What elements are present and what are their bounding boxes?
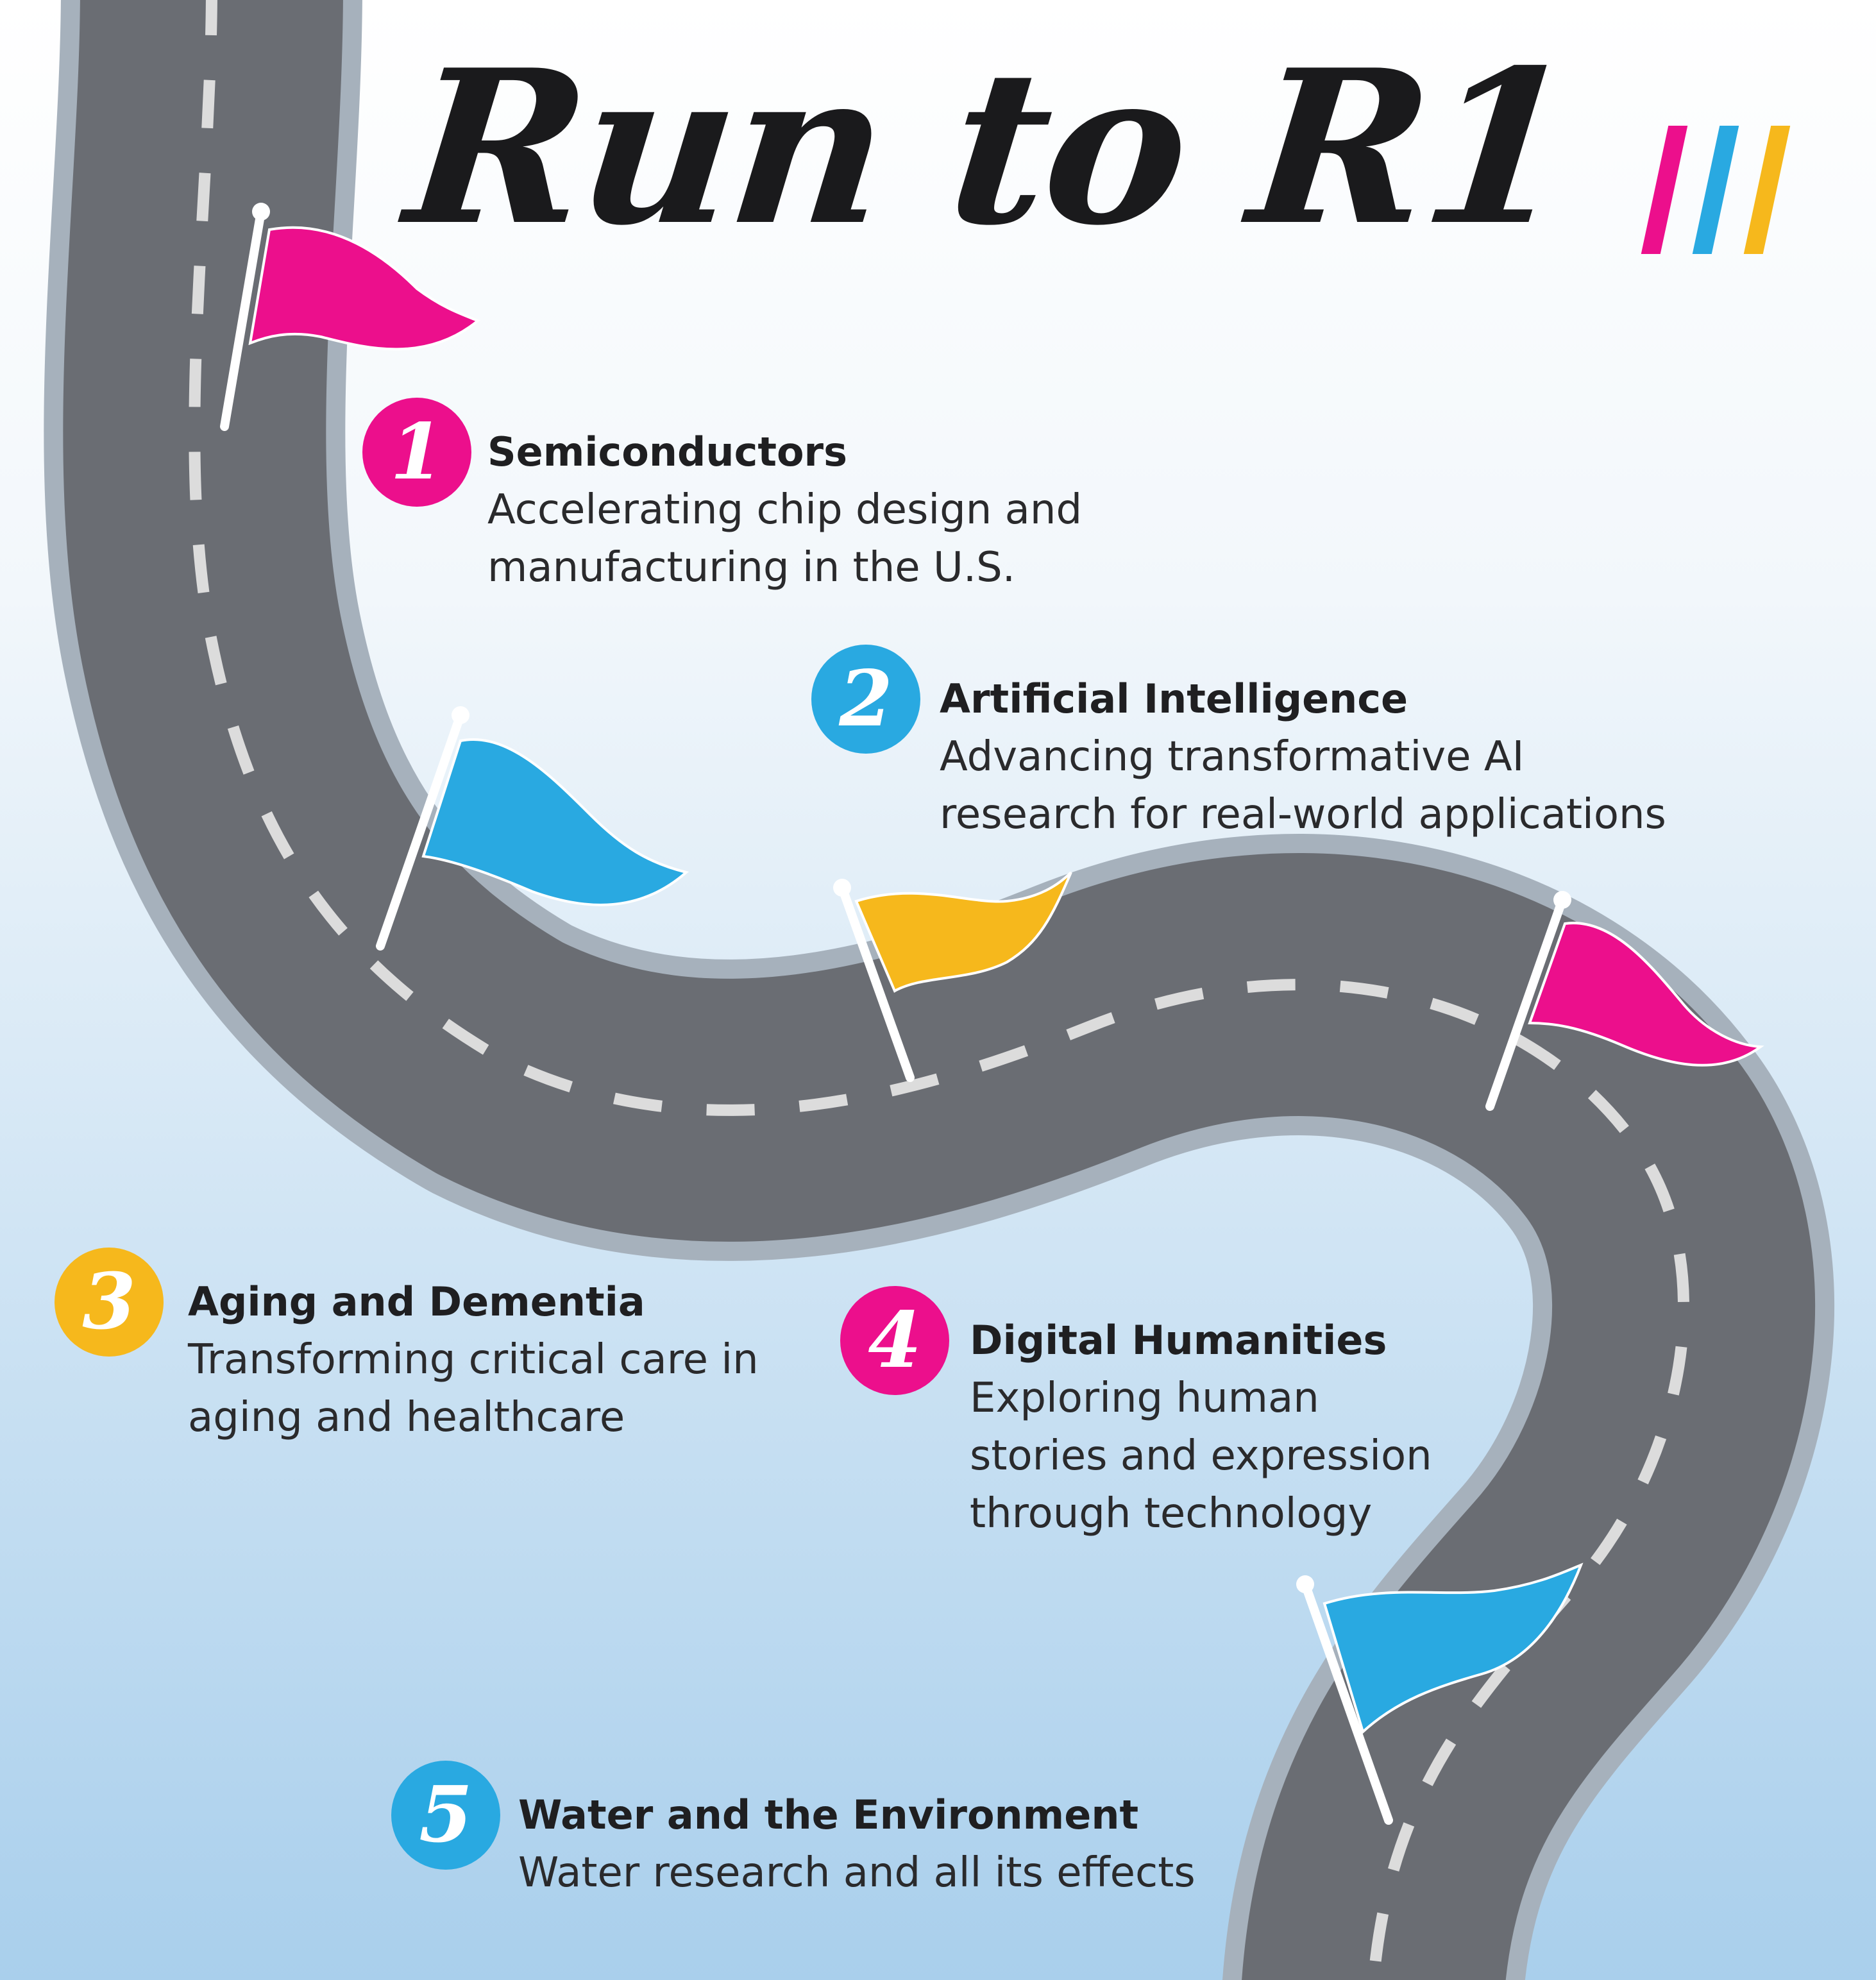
flag-pole-cap bbox=[833, 879, 851, 897]
item-water-and-the-environment: 5 Water and the Environment Water resear… bbox=[391, 1761, 1289, 1908]
flag-cloth-yellow bbox=[854, 871, 1072, 993]
item-title: Digital Humanities bbox=[970, 1317, 1387, 1364]
item-artificial-intelligence: 2 Artificial Intelligence Advancing tran… bbox=[811, 645, 1838, 850]
title-stripe-blue bbox=[1692, 126, 1739, 254]
number-badge: 1 bbox=[362, 398, 471, 507]
item-description-line: through technology bbox=[970, 1490, 1373, 1537]
number-badge: 4 bbox=[840, 1286, 949, 1395]
flag-pole bbox=[1485, 895, 1567, 1111]
item-title: Aging and Dementia bbox=[188, 1278, 645, 1325]
title-stripe-yellow bbox=[1743, 126, 1791, 254]
item-description-line: Exploring human bbox=[970, 1375, 1319, 1422]
flag-pole-cap bbox=[252, 203, 270, 221]
title-stripe-pink bbox=[1641, 126, 1688, 254]
item-aging-and-dementia: 3 Aging and Dementia Transforming critic… bbox=[55, 1248, 824, 1453]
number-badge: 3 bbox=[55, 1248, 164, 1357]
flag-pole-cap bbox=[1553, 891, 1571, 909]
flag-pole bbox=[1301, 1580, 1393, 1825]
flag-cloth-pink bbox=[248, 226, 480, 351]
flag-pink-right bbox=[1485, 891, 1764, 1111]
number-badge: 2 bbox=[811, 645, 920, 754]
item-digital-humanities: 4 Digital Humanities Exploring human sto… bbox=[840, 1286, 1610, 1549]
flag-pink-top bbox=[220, 203, 480, 431]
flag-blue-left bbox=[376, 706, 689, 951]
item-description-line: stories and expression bbox=[970, 1432, 1432, 1480]
item-description-line: Advancing transformative AI bbox=[940, 733, 1525, 781]
flag-pole bbox=[376, 711, 465, 951]
flag-pole-cap bbox=[1296, 1575, 1314, 1593]
item-description-line: aging and healthcare bbox=[188, 1394, 625, 1441]
flag-blue-bottom bbox=[1296, 1562, 1584, 1825]
flag-yellow-middle bbox=[833, 871, 1072, 1082]
item-title: Artificial Intelligence bbox=[940, 675, 1408, 722]
flag-pole bbox=[838, 883, 915, 1082]
item-description-line: Water research and all its effects bbox=[518, 1849, 1196, 1897]
title-stripes bbox=[1641, 126, 1847, 254]
flag-cloth-pink bbox=[1528, 922, 1764, 1067]
item-title: Semiconductors bbox=[487, 428, 848, 475]
number-badge: 5 bbox=[391, 1761, 500, 1870]
item-description-line: manufacturing in the U.S. bbox=[487, 544, 1016, 591]
flag-cloth-blue bbox=[421, 738, 689, 906]
flag-cloth-blue bbox=[1322, 1562, 1584, 1734]
flag-pole bbox=[220, 207, 266, 431]
item-description-line: research for real-world applications bbox=[940, 791, 1666, 838]
road-surface bbox=[63, 0, 1815, 1980]
item-semiconductors: 1 Semiconductors Accelerating chip desig… bbox=[362, 398, 1196, 603]
page-title: Run to R1 bbox=[397, 23, 1582, 272]
item-description-line: Transforming critical care in bbox=[188, 1336, 759, 1383]
item-title: Water and the Environment bbox=[518, 1791, 1139, 1838]
flag-pole-cap bbox=[452, 706, 469, 724]
item-description-line: Accelerating chip design and bbox=[487, 486, 1083, 534]
